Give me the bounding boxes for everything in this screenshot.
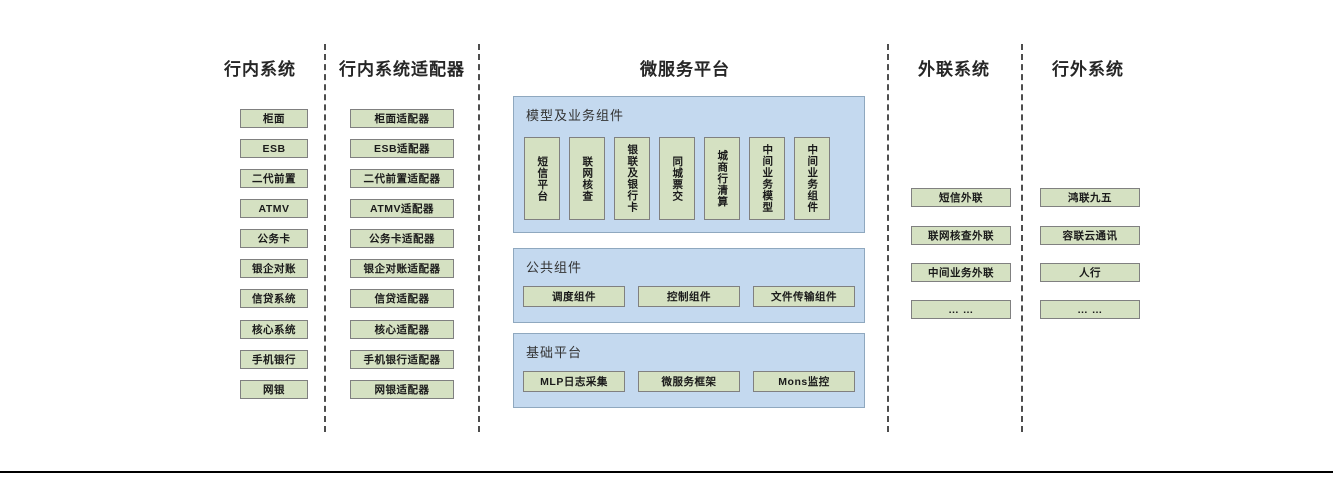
node-business-2-label: 银联及银行卡 [626, 144, 639, 213]
node-inhouse-5[interactable]: 银企对账 [240, 259, 308, 278]
node-external-0[interactable]: 短信外联 [911, 188, 1011, 207]
node-inhouse-4[interactable]: 公务卡 [240, 229, 308, 248]
node-external-2[interactable]: 中间业务外联 [911, 263, 1011, 282]
node-inhouse-0[interactable]: 柜面 [240, 109, 308, 128]
node-external-1[interactable]: 联网核查外联 [911, 226, 1011, 245]
node-adapter-7[interactable]: 核心适配器 [350, 320, 454, 339]
node-outbank-2[interactable]: 人行 [1040, 263, 1140, 282]
node-base-2[interactable]: Mons监控 [753, 371, 855, 392]
divider-external-outbank [1021, 44, 1023, 432]
node-business-6[interactable]: 中间业务组件 [794, 137, 830, 220]
node-business-3-label: 同城票交 [671, 155, 684, 202]
panel-title-base-platform: 基础平台 [526, 345, 583, 360]
column-title-microservice: 微服务平台 [640, 60, 730, 79]
node-adapter-8[interactable]: 手机银行适配器 [350, 350, 454, 369]
node-adapter-6[interactable]: 信贷适配器 [350, 289, 454, 308]
node-business-3[interactable]: 同城票交 [659, 137, 695, 220]
node-base-1[interactable]: 微服务框架 [638, 371, 740, 392]
column-title-inhouse: 行内系统 [224, 60, 296, 79]
node-outbank-3[interactable]: … … [1040, 300, 1140, 319]
node-adapter-4[interactable]: 公务卡适配器 [350, 229, 454, 248]
node-inhouse-1[interactable]: ESB [240, 139, 308, 158]
divider-platform-external [887, 44, 889, 432]
node-business-6-label: 中间业务组件 [806, 144, 819, 213]
node-adapter-5[interactable]: 银企对账适配器 [350, 259, 454, 278]
node-inhouse-6[interactable]: 信贷系统 [240, 289, 308, 308]
node-inhouse-9[interactable]: 网银 [240, 380, 308, 399]
node-business-1[interactable]: 联网核查 [569, 137, 605, 220]
node-outbank-0[interactable]: 鸿联九五 [1040, 188, 1140, 207]
panel-title-public-components: 公共组件 [526, 260, 583, 275]
column-title-external-link: 外联系统 [918, 60, 990, 79]
panel-base-platform: 基础平台 [513, 333, 865, 408]
column-title-outbank: 行外系统 [1052, 60, 1124, 79]
page-bottom-rule [0, 471, 1333, 473]
node-business-4-label: 城商行清算 [716, 149, 729, 208]
node-business-1-label: 联网核查 [581, 155, 594, 202]
node-external-3[interactable]: … … [911, 300, 1011, 319]
node-adapter-9[interactable]: 网银适配器 [350, 380, 454, 399]
node-outbank-1[interactable]: 容联云通讯 [1040, 226, 1140, 245]
panel-public-components: 公共组件 [513, 248, 865, 323]
node-business-5-label: 中间业务模型 [761, 144, 774, 213]
divider-inhouse-adapter [324, 44, 326, 432]
node-inhouse-7[interactable]: 核心系统 [240, 320, 308, 339]
node-base-0[interactable]: MLP日志采集 [523, 371, 625, 392]
node-inhouse-8[interactable]: 手机银行 [240, 350, 308, 369]
divider-adapter-platform [478, 44, 480, 432]
panel-title-business-components: 模型及业务组件 [526, 108, 625, 123]
node-adapter-1[interactable]: ESB适配器 [350, 139, 454, 158]
node-adapter-3[interactable]: ATMV适配器 [350, 199, 454, 218]
node-business-0[interactable]: 短信平台 [524, 137, 560, 220]
node-business-2[interactable]: 银联及银行卡 [614, 137, 650, 220]
column-title-adapter: 行内系统适配器 [339, 60, 465, 79]
node-public-1[interactable]: 控制组件 [638, 286, 740, 307]
node-business-5[interactable]: 中间业务模型 [749, 137, 785, 220]
node-inhouse-3[interactable]: ATMV [240, 199, 308, 218]
node-inhouse-2[interactable]: 二代前置 [240, 169, 308, 188]
node-adapter-0[interactable]: 柜面适配器 [350, 109, 454, 128]
node-business-4[interactable]: 城商行清算 [704, 137, 740, 220]
node-adapter-2[interactable]: 二代前置适配器 [350, 169, 454, 188]
node-business-0-label: 短信平台 [536, 155, 549, 202]
node-public-2[interactable]: 文件传输组件 [753, 286, 855, 307]
node-public-0[interactable]: 调度组件 [523, 286, 625, 307]
